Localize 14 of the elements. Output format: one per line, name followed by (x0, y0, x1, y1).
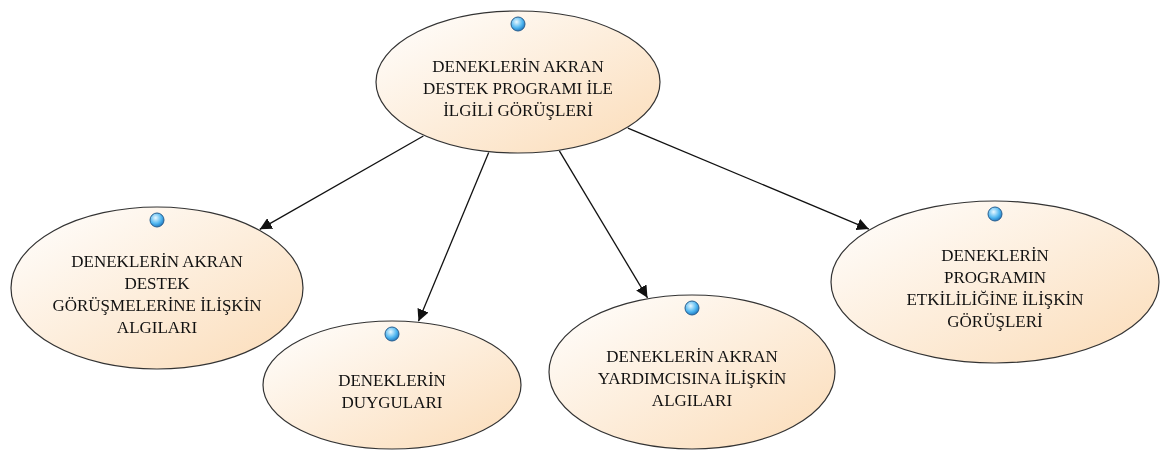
arrow (558, 150, 649, 299)
ellipse-node (375, 10, 661, 154)
node-text: DENEKLERİN PROGRAMIN ETKİLİLİĞİNE İLİŞKİN GÖRÜŞLERİ (905, 245, 1085, 333)
ellipse-node (548, 294, 836, 450)
ellipse-node (262, 320, 522, 450)
ellipse-node (10, 206, 304, 370)
node-text: DENEKLERİN AKRAN YARDIMCISINA İLİŞKİN ALGILARI (596, 346, 788, 412)
arrow (417, 151, 490, 322)
node-text: DENEKLERİN AKRAN DESTEK PROGRAMI İLE İLGİLİ GÖRÜŞLERİ (423, 56, 613, 122)
node-text: DENEKLERİN DUYGULARI (337, 370, 447, 414)
node-text: DENEKLERİN AKRAN DESTEK GÖRÜŞMELERİNE İLİŞKİN ALGILARI (52, 251, 262, 339)
arrow (259, 135, 425, 230)
arrow (627, 127, 870, 230)
ellipse-node (830, 200, 1160, 364)
